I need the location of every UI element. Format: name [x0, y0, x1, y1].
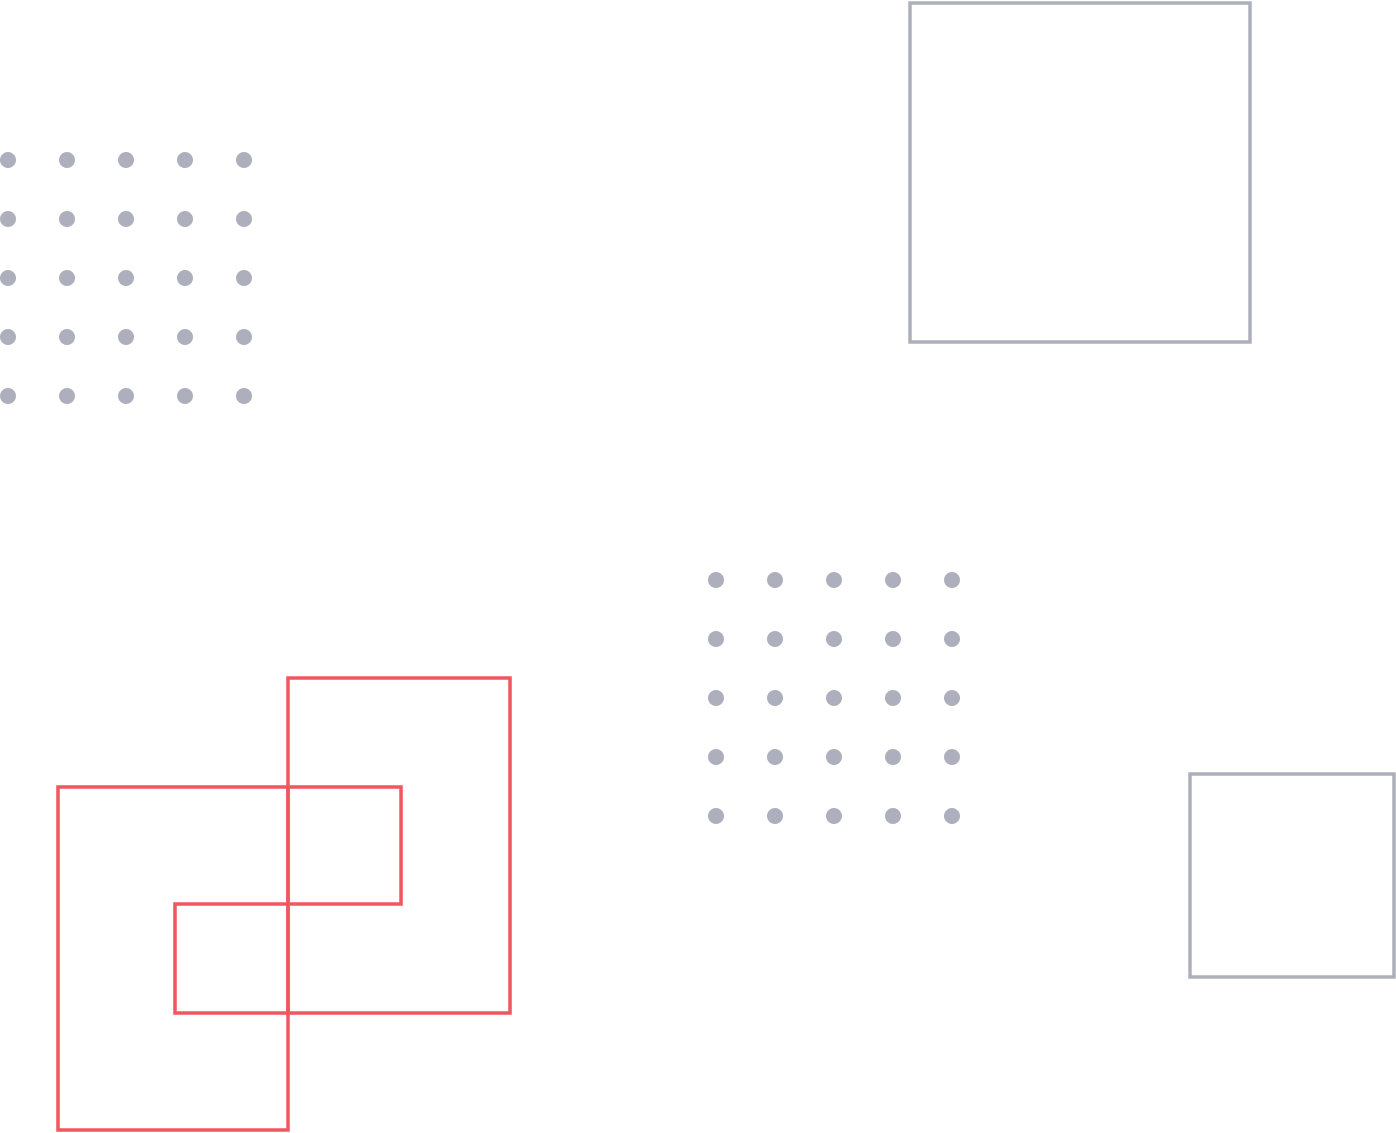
dot [236, 270, 252, 286]
dot [0, 211, 16, 227]
dot [826, 631, 842, 647]
dot-grid-top-left [0, 152, 252, 404]
dot [767, 749, 783, 765]
dot [885, 690, 901, 706]
dot [708, 572, 724, 588]
dot [708, 690, 724, 706]
dot [826, 572, 842, 588]
gray-square-top-right [908, 1, 1252, 344]
red-overlapping-squares [56, 676, 512, 1132]
dot [118, 211, 134, 227]
dot [118, 329, 134, 345]
dot [767, 808, 783, 824]
dot [885, 808, 901, 824]
dot [0, 388, 16, 404]
dot [885, 631, 901, 647]
dot [118, 388, 134, 404]
dot [0, 152, 16, 168]
dot [944, 631, 960, 647]
dot [0, 270, 16, 286]
dot [767, 690, 783, 706]
dot [708, 631, 724, 647]
dot [236, 211, 252, 227]
dot [708, 749, 724, 765]
dot [708, 808, 724, 824]
red-square-large-left [56, 785, 290, 1132]
dot [177, 211, 193, 227]
dot [826, 690, 842, 706]
dot [59, 329, 75, 345]
dot [177, 152, 193, 168]
dot [59, 388, 75, 404]
red-square-small-top [286, 785, 403, 906]
dot [59, 211, 75, 227]
dot [118, 270, 134, 286]
red-square-small-bottom [173, 902, 290, 1015]
dot [885, 749, 901, 765]
dot [177, 270, 193, 286]
dot [177, 388, 193, 404]
dot [118, 152, 134, 168]
dot [944, 808, 960, 824]
dot-grid-center-right [708, 572, 960, 824]
red-square-tall-right [286, 676, 512, 1015]
dot [826, 808, 842, 824]
dot [236, 329, 252, 345]
gray-square-bottom-right [1188, 772, 1396, 979]
dot [59, 152, 75, 168]
dot [944, 690, 960, 706]
dot [59, 270, 75, 286]
dot [236, 152, 252, 168]
dot [177, 329, 193, 345]
dot [944, 749, 960, 765]
dot [767, 572, 783, 588]
dot [767, 631, 783, 647]
dot [944, 572, 960, 588]
dot [236, 388, 252, 404]
dot [885, 572, 901, 588]
dot [0, 329, 16, 345]
dot [826, 749, 842, 765]
